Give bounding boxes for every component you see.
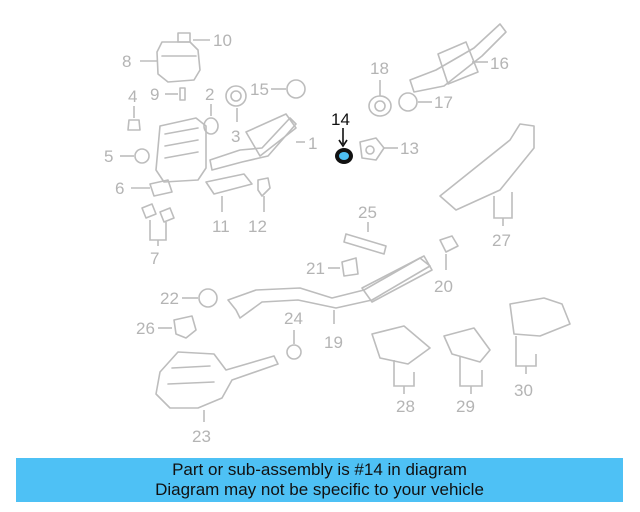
part-11-shape [205, 173, 253, 195]
part-13-shape [359, 137, 385, 161]
callout-30[interactable]: 30 [514, 381, 533, 400]
part-19-shape [227, 255, 433, 319]
part-3-shape [225, 85, 247, 107]
part-20-shape [439, 235, 459, 253]
part-1-shape [209, 113, 297, 171]
callout-25[interactable]: 25 [358, 203, 377, 222]
part-info-banner: Part or sub-assembly is #14 in diagram D… [16, 458, 623, 502]
callout-14[interactable]: 14 [331, 110, 350, 129]
part-17-shape [398, 92, 418, 112]
callout-20[interactable]: 20 [434, 277, 453, 296]
callout-16[interactable]: 16 [490, 54, 509, 73]
callout-3[interactable]: 3 [231, 127, 240, 146]
callout-26[interactable]: 26 [136, 319, 155, 338]
part-23-shape [155, 351, 279, 409]
callout-29[interactable]: 29 [456, 397, 475, 416]
part-26-shape [173, 315, 197, 339]
part-7-shape [141, 203, 175, 223]
part-29-shape [443, 327, 491, 363]
part-18-shape [368, 95, 392, 117]
callout-18[interactable]: 18 [370, 59, 389, 78]
callout-21[interactable]: 21 [306, 259, 325, 278]
callout-11[interactable]: 11 [212, 217, 230, 236]
callout-28[interactable]: 28 [396, 397, 415, 416]
callout-9[interactable]: 9 [150, 85, 159, 104]
part-30-shape [509, 297, 571, 337]
banner-line-2: Diagram may not be specific to your vehi… [155, 480, 484, 499]
callout-19[interactable]: 19 [324, 333, 343, 352]
part-2-shape [203, 117, 219, 135]
part-22-shape [198, 288, 218, 308]
part-21-shape [341, 257, 359, 277]
part-9-shape [179, 87, 186, 101]
callout-22[interactable]: 22 [160, 289, 179, 308]
part-27-shape [439, 123, 535, 211]
banner-line-1: Part or sub-assembly is #14 in diagram [172, 460, 467, 479]
callout-8[interactable]: 8 [122, 52, 131, 71]
callout-13[interactable]: 13 [400, 139, 419, 158]
callout-24[interactable]: 24 [284, 309, 303, 328]
callout-7[interactable]: 7 [150, 249, 159, 268]
callout-17[interactable]: 17 [434, 93, 453, 112]
part-24-shape [286, 344, 302, 360]
part-28-shape [371, 325, 431, 365]
callout-27[interactable]: 27 [492, 231, 511, 250]
part-12-shape [257, 177, 271, 197]
callout-2[interactable]: 2 [205, 85, 214, 104]
part-6-shape [149, 179, 173, 197]
part-15-shape [286, 79, 306, 99]
part-14-shape [335, 148, 353, 164]
callout-12[interactable]: 12 [248, 217, 267, 236]
callout-10[interactable]: 10 [213, 31, 232, 50]
callout-1[interactable]: 1 [308, 134, 317, 153]
exhaust-system-diagram: 10 8 9 4 2 3 15 1 5 6 11 [104, 23, 571, 446]
part-25-shape [343, 233, 387, 255]
part-16-shape [409, 23, 507, 93]
part-4-shape [127, 119, 141, 131]
callout-4[interactable]: 4 [128, 87, 137, 106]
callout-15[interactable]: 15 [250, 80, 269, 99]
callout-23[interactable]: 23 [192, 427, 211, 446]
part-10-shape [156, 32, 201, 83]
manifold-shape [155, 117, 207, 183]
callout-5[interactable]: 5 [104, 147, 113, 166]
part-5-shape [134, 148, 150, 164]
callout-6[interactable]: 6 [115, 179, 124, 198]
